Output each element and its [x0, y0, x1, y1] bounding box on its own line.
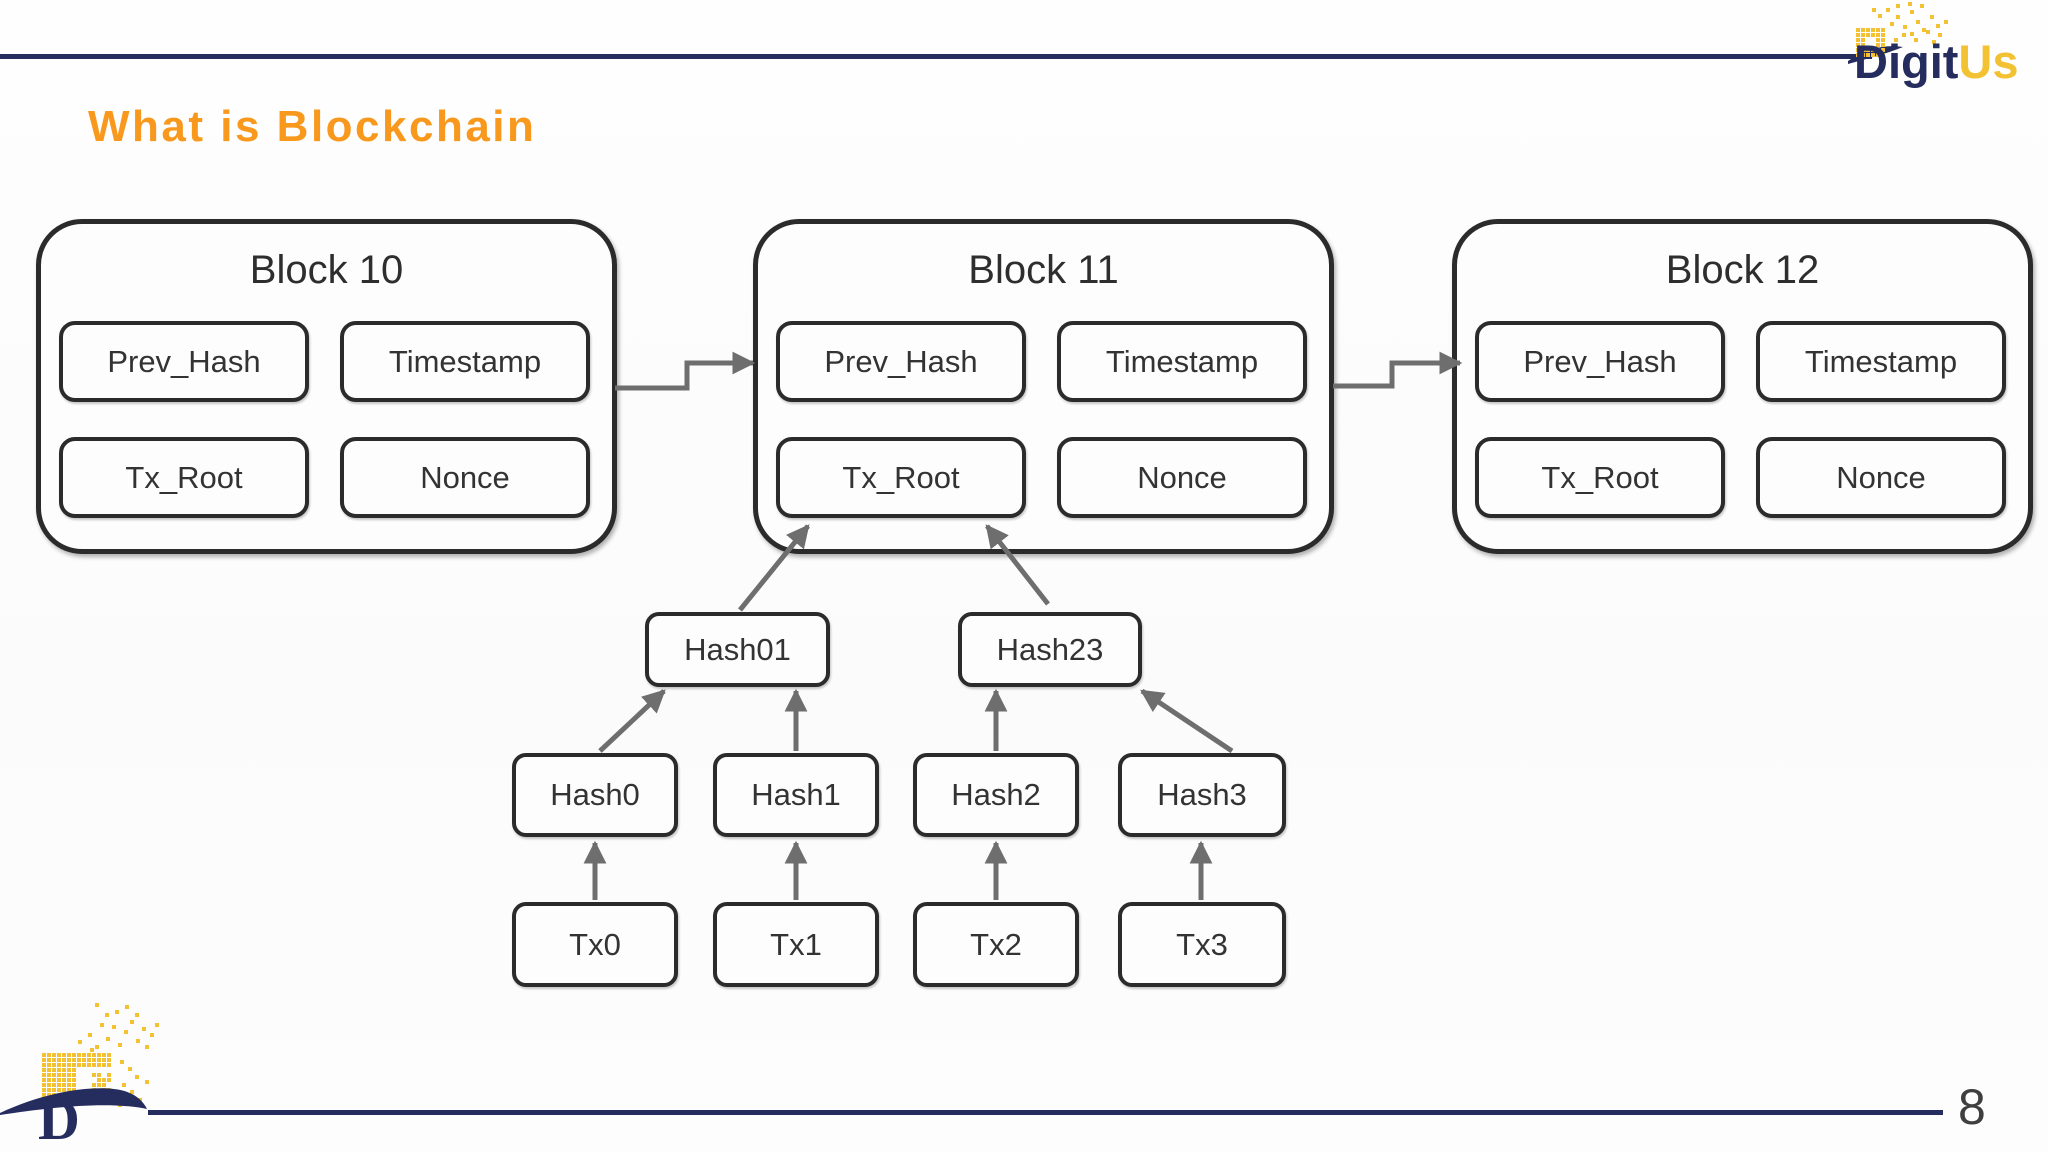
- arrow-block10-to-block11: [615, 351, 756, 391]
- block-10: Block 10 Prev_Hash Timestamp Tx_Root Non…: [36, 219, 617, 554]
- merkle-node-tx1: Tx1: [713, 902, 879, 987]
- merkle-node-hash3: Hash3: [1118, 753, 1286, 837]
- block10-prev-hash-field: Prev_Hash: [59, 321, 309, 402]
- page-number: 8: [1958, 1079, 1986, 1135]
- swoosh-icon: [1848, 46, 1903, 64]
- pixel-mosaic-icon: [1856, 2, 1948, 57]
- block-11: Block 11 Prev_Hash Timestamp Tx_Root Non…: [753, 219, 1334, 554]
- block11-tx-root-field: Tx_Root: [776, 437, 1026, 518]
- merkle-node-tx3: Tx3: [1118, 902, 1286, 987]
- block10-tx-root-field: Tx_Root: [59, 437, 309, 518]
- merkle-node-hash0: Hash0: [512, 753, 678, 837]
- merkle-node-hash1: Hash1: [713, 753, 879, 837]
- footer-rule: [148, 1110, 1943, 1115]
- digitus-monogram-logo: D: [0, 995, 460, 1155]
- arrow-hash0-to-hash01: [598, 689, 666, 753]
- block12-prev-hash-field: Prev_Hash: [1475, 321, 1725, 402]
- arrow-block11-to-block12: [1333, 351, 1463, 389]
- digitus-logo-art: DigitUs: [1848, 2, 2019, 88]
- merkle-node-hash2: Hash2: [913, 753, 1079, 837]
- block12-timestamp-field: Timestamp: [1756, 321, 2006, 402]
- block12-nonce-field: Nonce: [1756, 437, 2006, 518]
- block10-timestamp-field: Timestamp: [340, 321, 590, 402]
- block-title: Block 12: [1665, 248, 1820, 292]
- merkle-node-tx2: Tx2: [913, 902, 1079, 987]
- monogram-letter: D: [38, 1087, 80, 1152]
- monogram-art: D: [0, 1003, 159, 1152]
- wordmark-primary: Digit: [1854, 35, 1959, 88]
- block12-tx-root-field: Tx_Root: [1475, 437, 1725, 518]
- svg-text:DigitUs: DigitUs: [1854, 35, 2019, 88]
- block10-nonce-field: Nonce: [340, 437, 590, 518]
- block-12: Block 12 Prev_Hash Timestamp Tx_Root Non…: [1452, 219, 2033, 554]
- block11-timestamp-field: Timestamp: [1057, 321, 1307, 402]
- block11-prev-hash-field: Prev_Hash: [776, 321, 1026, 402]
- block-title: Block 10: [249, 248, 404, 292]
- wordmark-secondary: Us: [1958, 35, 2018, 88]
- merkle-node-hash23: Hash23: [958, 612, 1142, 687]
- swoosh-icon: [0, 1088, 147, 1115]
- arrow-hash3-to-hash23: [1140, 688, 1234, 754]
- digitus-logo: DigitUs: [1848, 0, 2048, 92]
- merkle-node-tx0: Tx0: [512, 902, 678, 987]
- block-title: Block 11: [968, 248, 1119, 292]
- block11-nonce-field: Nonce: [1057, 437, 1307, 518]
- merkle-node-hash01: Hash01: [645, 612, 830, 687]
- header-rule: [0, 54, 1872, 59]
- page-title: What is Blockchain: [88, 102, 537, 151]
